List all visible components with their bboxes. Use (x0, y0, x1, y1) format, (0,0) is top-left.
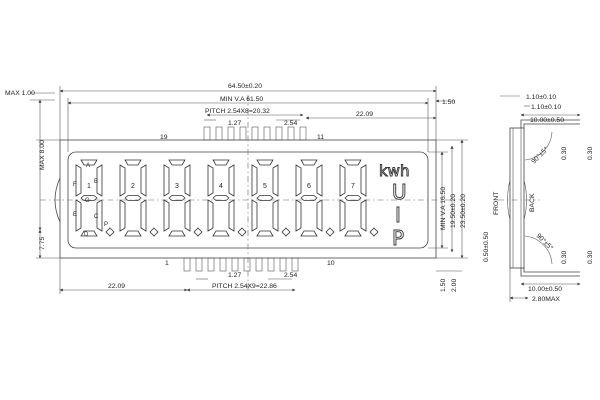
bottom-pin-first-label: 1 (165, 260, 169, 267)
side-body (509, 127, 525, 269)
side-dim-left-small: 0.50±0.50 (483, 232, 490, 262)
side-dim-width: 10.00±0.50 (530, 117, 564, 124)
dim-19-50: 19.50±0.20 (450, 194, 457, 228)
side-dim-right-bottom-2: 0.30 (587, 251, 594, 264)
digit-1: 1 (75, 159, 115, 237)
segment-label-c: C (94, 214, 99, 220)
front-view: 19 11 1 10 1 2 3 4 5 6 7 A F B G E C D P kwh U (5, 83, 468, 294)
digit-6: 6 (295, 159, 335, 237)
side-dim-right-top-2: 0.30 (587, 147, 594, 160)
dim-pin-pitch-bottom: 2.54 (284, 272, 297, 279)
segment-label-g: G (85, 198, 90, 204)
side-label-back: BACK (529, 193, 536, 212)
side-angle-top: 90°±5° (530, 145, 550, 165)
top-pins (203, 126, 307, 141)
side-dim-top-1: 1.10±0.10 (526, 94, 556, 101)
dim-pitch-bottom: PITCH 2.54X9=22.86 (212, 283, 277, 290)
side-bottom-pin (520, 268, 580, 277)
annunciator-u: U (392, 180, 407, 204)
digit-number-label: 3 (175, 183, 179, 190)
side-dim-right-top: 0.30 (561, 147, 568, 160)
segment-label-d: D (84, 232, 89, 238)
dim-23-50: 23.50±0.20 (460, 194, 467, 228)
side-dim-max-width: 2.80MAX (532, 296, 560, 303)
dim-pin-width-top: 1.27 (228, 120, 241, 127)
bottom-pins (183, 257, 299, 272)
top-pin-last-label: 11 (317, 134, 324, 141)
digit-7: 7 (339, 159, 379, 237)
digit-4: 4 (207, 159, 247, 237)
bottom-pin-last-label: 10 (327, 260, 335, 267)
digit-array: 1 2 3 4 5 6 7 (75, 159, 379, 237)
annunciator-kwh: kwh (379, 162, 409, 180)
segment-label-a: A (86, 163, 90, 169)
annunciator-i: I (395, 203, 401, 227)
dim-max-8-00: MAX 8.00 (39, 140, 46, 170)
digit-number-label: 6 (307, 183, 311, 190)
dim-right-pin-offset: 22.09 (356, 111, 373, 118)
segment-label-p: P (104, 222, 108, 228)
dim-overall-width: 64.50±0.20 (228, 83, 262, 90)
digit-number-label: 1 (87, 183, 91, 190)
side-label-front: FRONT (493, 192, 500, 215)
digit-number-label: 4 (219, 183, 223, 190)
annunciator-p: P (392, 226, 404, 250)
segment-label-f: F (73, 182, 77, 188)
side-dim-right-bottom: 0.30 (561, 251, 568, 264)
digit-5: 5 (251, 159, 291, 237)
dim-bottom-2-00: 2.00 (451, 279, 458, 292)
digit-number-label: 2 (131, 183, 135, 190)
segment-label-e: E (73, 212, 77, 218)
side-view: 1.10±0.10 1.10±0.10 10.00±0.50 0.30 0.30… (483, 94, 594, 303)
dim-bottom-22-09: 22.09 (108, 283, 125, 290)
dim-pitch-top: PITCH 2.54X8=20.32 (205, 108, 270, 115)
dim-min-va-width: MIN V.A 61.50 (220, 96, 263, 103)
side-dim-top-2: 1.10±0.10 (531, 104, 561, 111)
side-top-pin (520, 119, 580, 128)
dim-min-va-height: MIN V.A 16.50 (440, 187, 447, 230)
digit-number-label: 7 (351, 183, 355, 190)
digit-2: 2 (119, 159, 159, 237)
dim-7-75: 7.75 (39, 237, 46, 250)
dim-bottom-1-50: 1.50 (440, 279, 447, 292)
dim-pin-width-bottom: 1.27 (228, 272, 241, 279)
top-pin-first-label: 19 (160, 134, 168, 141)
digit-3: 3 (163, 159, 203, 237)
dim-pin-pitch-top: 2.54 (284, 120, 297, 127)
segment-label-b: B (94, 179, 98, 185)
side-angle-bottom: 90°±5° (535, 232, 555, 252)
side-dim-bottom-width: 10.00±0.50 (528, 286, 562, 293)
digit-number-label: 5 (263, 183, 267, 190)
dim-max-1-00: MAX 1.00 (5, 90, 35, 97)
dim-right-1-50: 1.50 (442, 99, 455, 106)
